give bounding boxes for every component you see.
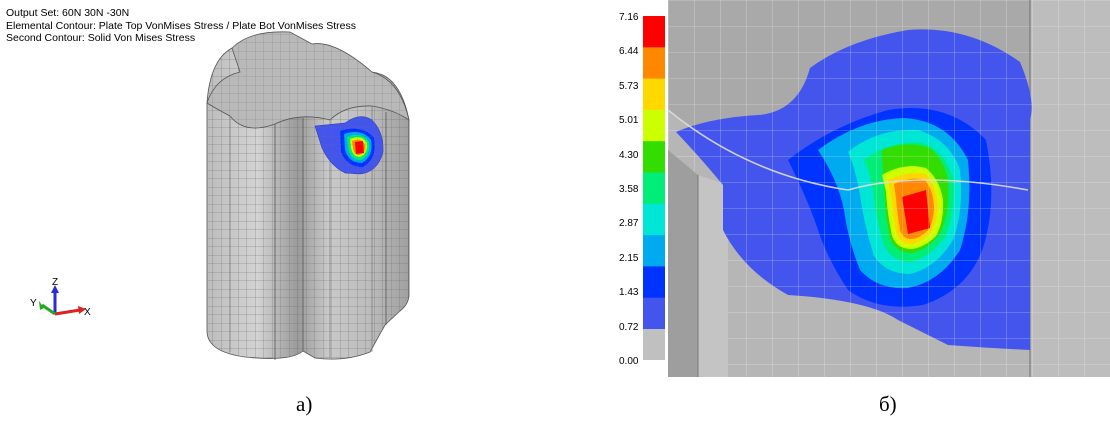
output-set-label: Output Set: 60N 30N -30N <box>6 7 130 19</box>
scale-swatch <box>643 78 665 111</box>
axis-x-label: X <box>84 307 91 318</box>
scale-label: 0.00 <box>619 356 639 367</box>
scale-swatch <box>643 266 665 299</box>
second-contour-label: Second Contour: Solid Von Mises Stress <box>6 32 196 45</box>
scale-label: 0.72 <box>619 321 639 333</box>
scale-label: 2.87 <box>619 218 639 230</box>
scale-label: 1.43 <box>619 287 639 299</box>
results-info: Output Set: 60N 30N -30N Elemental Conto… <box>6 7 356 45</box>
scale-label: 3.58 <box>619 184 639 195</box>
scale-label: 4.30 <box>619 149 639 161</box>
axis-z-label: Z <box>52 277 58 288</box>
scale-swatch <box>643 16 665 48</box>
scale-swatch <box>643 141 665 173</box>
color-scale-bar <box>643 16 665 360</box>
model-view-3d[interactable]: Z X Y <box>0 0 560 380</box>
column-model <box>206 31 410 360</box>
scale-label: 5.01 <box>619 115 639 127</box>
scale-swatch <box>643 47 665 80</box>
zoom-contour-view[interactable] <box>668 0 1110 377</box>
scale-swatch-base <box>643 329 665 360</box>
scale-swatch <box>643 297 665 330</box>
scale-swatch <box>643 172 665 205</box>
scale-label: 2.15 <box>619 252 639 264</box>
scale-label: 6.44 <box>619 46 639 58</box>
scale-swatch <box>643 203 665 236</box>
scale-swatch <box>643 235 665 267</box>
elemental-contour-label: Elemental Contour: Plate Top VonMises St… <box>6 19 356 32</box>
axis-y-label: Y <box>30 298 37 309</box>
scale-swatch <box>643 109 665 142</box>
caption-a: а) <box>296 392 313 416</box>
scale-label: 7.16 <box>619 12 639 23</box>
contour-region <box>668 29 1032 351</box>
axis-triad: Z X Y <box>30 277 91 318</box>
caption-b: б) <box>879 392 897 416</box>
stress-hotspot <box>314 116 384 175</box>
scale-label: 5.73 <box>619 80 639 92</box>
